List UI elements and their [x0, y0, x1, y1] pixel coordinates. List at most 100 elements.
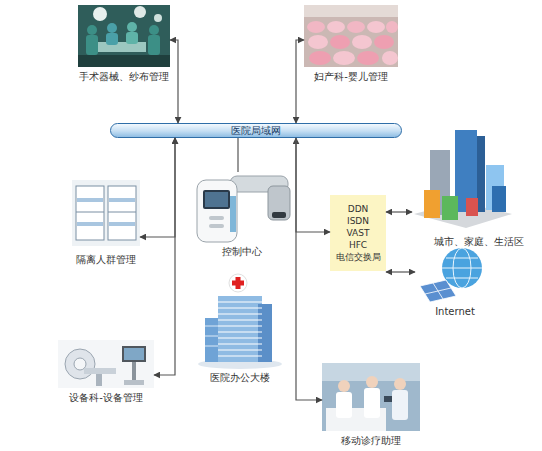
- internet-globe-part: [420, 280, 456, 302]
- surgery-photo-part: [86, 35, 98, 55]
- connector-arrow: [296, 40, 304, 123]
- isolation-photo-part: [77, 198, 103, 202]
- connector-arrow: [154, 138, 175, 375]
- nursery-node: 妇产科-婴儿管理: [304, 5, 398, 83]
- hospital-building-part: [218, 344, 262, 345]
- photo-area: [72, 180, 140, 250]
- hospital-building-part: [218, 308, 262, 309]
- city-buildings-part: [466, 198, 478, 216]
- node-label: 移动诊疗助理: [322, 434, 420, 447]
- node-label: DDN: [348, 203, 369, 215]
- surgery-photo-part: [78, 55, 170, 67]
- surgery-photo-part: [149, 25, 159, 35]
- node-label: 设备科-设备管理: [58, 391, 154, 404]
- equipment-photo-part: [58, 340, 154, 388]
- surgery-photo-part: [87, 25, 97, 35]
- lan-pipe: 医院局域网: [110, 123, 402, 138]
- nursery-photo-part: [333, 51, 355, 65]
- mobile-care-photo: [322, 363, 420, 431]
- nursery-photo-part: [382, 51, 398, 65]
- city-node: 城市、家庭、生活区: [412, 128, 524, 248]
- photo-area: [192, 172, 292, 242]
- nursery-photo-part: [330, 35, 350, 49]
- control-device-part: [209, 216, 224, 220]
- control-device: [197, 176, 290, 242]
- nursery-photo-part: [309, 51, 331, 65]
- photo-area: [322, 363, 420, 431]
- hospital-building-part: [218, 326, 262, 327]
- nursery-photo-part: [352, 35, 372, 49]
- nursery-photo-part: [367, 21, 385, 33]
- hospital-building-part: [218, 320, 262, 321]
- hospital-building-part: [218, 356, 262, 357]
- hospital-building-node: 医院办公大楼: [195, 270, 285, 384]
- mobile-care-photo-part: [364, 388, 380, 418]
- node-label: 医院办公大楼: [195, 371, 285, 384]
- mobile-care-photo-part: [392, 390, 408, 420]
- connector-arrow: [170, 40, 178, 123]
- equipment-photo-part: [65, 349, 95, 379]
- mobile-care-photo-part: [338, 380, 350, 392]
- isolation-photo: [72, 180, 140, 246]
- equipment-photo-part: [96, 374, 102, 386]
- nursery-photo-part: [308, 35, 328, 49]
- isolation-node: 隔离人群管理: [72, 180, 140, 266]
- city-buildings-part: [442, 196, 458, 220]
- photo-area: [58, 340, 154, 388]
- nursery-photo-part: [357, 51, 379, 65]
- connector-arrow: [140, 138, 175, 237]
- surgery-photo-part: [148, 35, 160, 55]
- hospital-building-part: [205, 346, 218, 347]
- connector-arrow: [296, 138, 330, 232]
- city-buildings-part: [477, 136, 485, 212]
- control-device-part: [203, 190, 230, 209]
- photo-area: [412, 128, 524, 232]
- photo-area: [78, 5, 170, 67]
- isolation-photo-part: [72, 180, 140, 246]
- hospital-building-part: [229, 274, 247, 292]
- internet-globe-part: [442, 248, 482, 288]
- nursery-photo-part: [304, 5, 398, 17]
- surgery-photo-part: [107, 23, 117, 33]
- photo-area: [415, 250, 495, 302]
- isolation-photo-part: [109, 222, 135, 226]
- control-device-part: [230, 196, 236, 232]
- nursery-photo-part: [374, 35, 394, 49]
- hospital-building-part: [218, 332, 262, 333]
- surgery-photo-part: [154, 14, 162, 22]
- mobile-care-photo-part: [336, 392, 352, 418]
- surgery-photo-part: [127, 22, 137, 32]
- equipment-photo-part: [124, 380, 144, 385]
- equipment-photo-part: [122, 346, 146, 362]
- mobile-care-photo-part: [394, 378, 406, 390]
- hospital-building-part: [218, 296, 262, 362]
- hospital-building-part: [218, 302, 262, 303]
- telecom-box: DDNISDNVASTHFC电信交换局: [330, 195, 386, 271]
- network-label: 医院局域网: [111, 124, 401, 137]
- surgery-photo-part: [134, 6, 146, 18]
- node-label: 手术器械、纱布管理: [78, 70, 170, 83]
- equipment-photo-part: [84, 368, 116, 374]
- connector-arrow: [237, 138, 238, 172]
- node-label: HFC: [349, 239, 367, 251]
- node-label: 妇产科-婴儿管理: [304, 70, 398, 83]
- surgery-photo-part: [106, 33, 118, 45]
- connector-arrow: [386, 211, 412, 212]
- isolation-photo-part: [109, 198, 135, 202]
- node-label: 电信交换局: [336, 251, 381, 263]
- control-device-part: [197, 180, 237, 242]
- hospital-building-part: [232, 281, 244, 286]
- mobile-care-photo-part: [322, 363, 420, 431]
- nursery-photo-part: [327, 21, 345, 33]
- control-device-part: [205, 192, 228, 207]
- equipment-node: 设备科-设备管理: [58, 340, 154, 404]
- surgery-photo-part: [78, 5, 170, 67]
- surgery-photo: [78, 5, 170, 67]
- internet-globe-part: [446, 258, 478, 259]
- photo-area: [304, 5, 398, 67]
- internet-node: Internet: [415, 250, 495, 318]
- equipment-photo-part: [124, 348, 144, 360]
- hospital-building-part: [218, 338, 262, 339]
- hospital-building-part: [205, 326, 218, 327]
- surgery-photo-part: [126, 32, 138, 44]
